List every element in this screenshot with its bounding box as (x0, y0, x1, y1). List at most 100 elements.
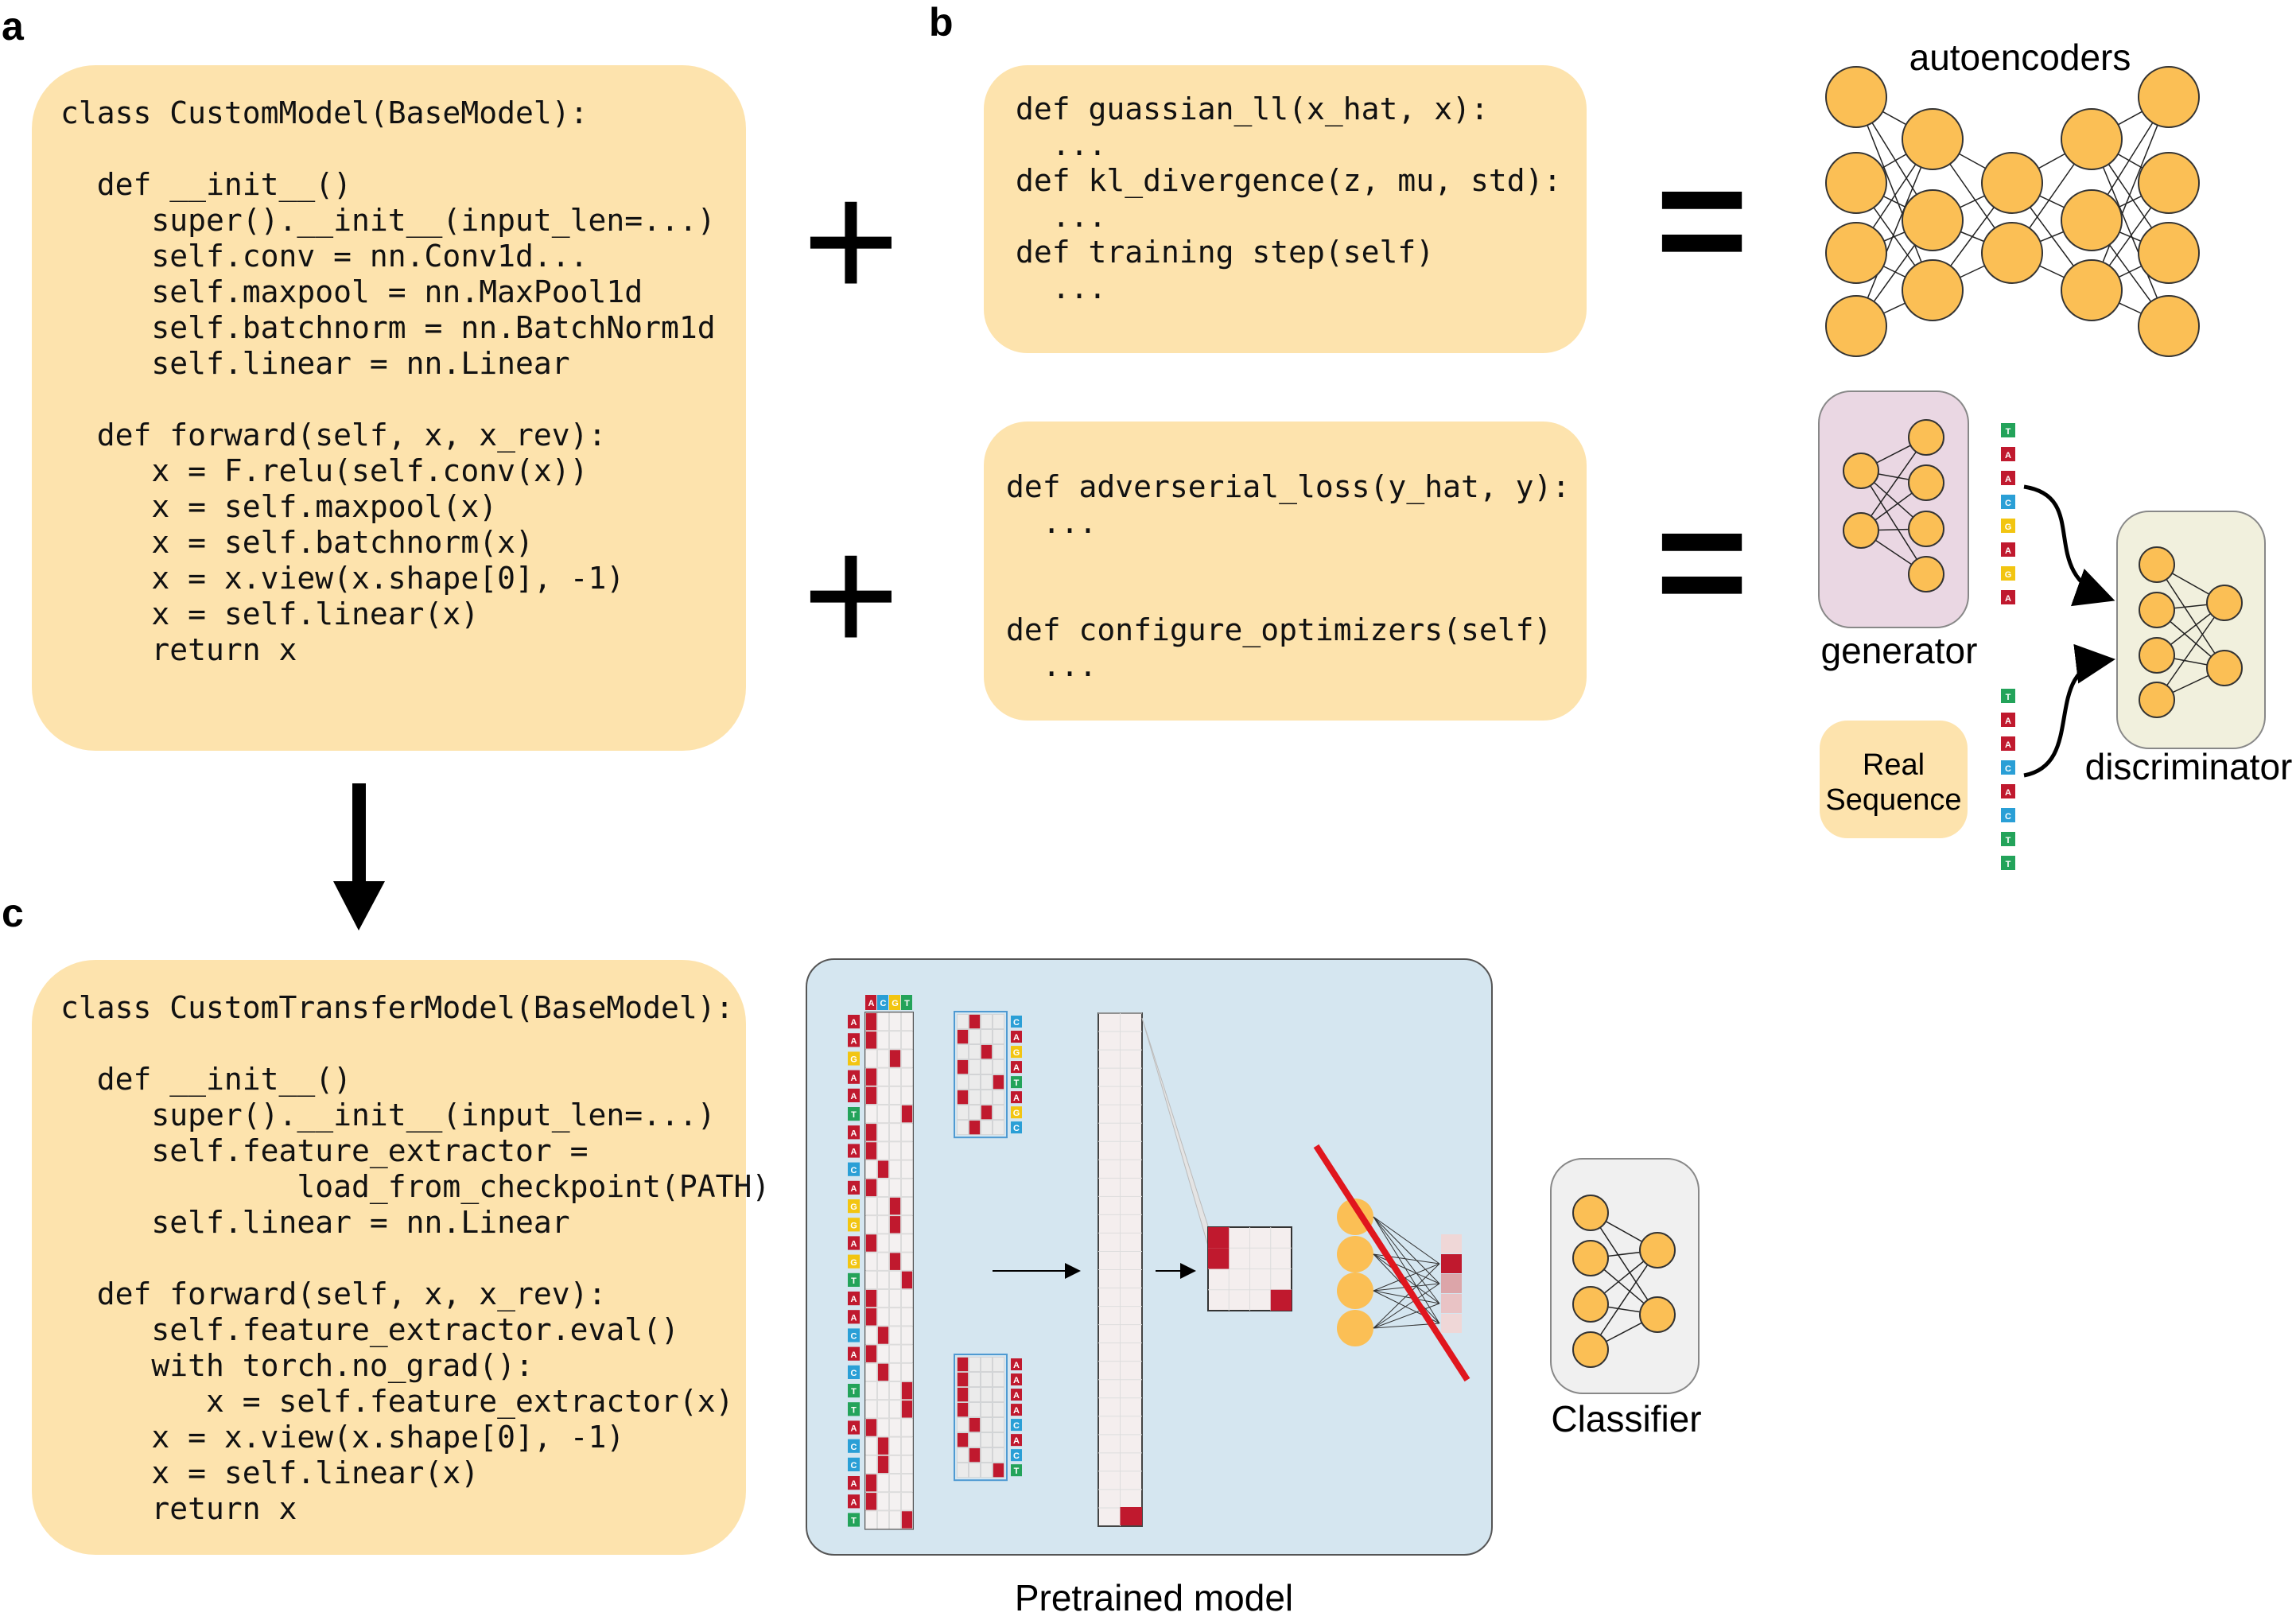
row-nucleotide-cell (848, 1384, 860, 1398)
code-line: super().__init__(input_len=...) (60, 1098, 716, 1133)
onehot-cell (889, 1123, 901, 1142)
onehot-cell (901, 1510, 913, 1529)
onehot-cell (865, 1326, 877, 1345)
onehot-cell (877, 1510, 889, 1529)
onehot-cell (901, 1012, 913, 1032)
row-nucleotide-letter: T (851, 1110, 857, 1120)
onehot-cell (877, 1141, 889, 1160)
network-edge (1590, 1212, 1658, 1315)
filter-nucleotide-letter: A (1013, 1361, 1020, 1370)
filter-cell (957, 1357, 969, 1372)
filter-nucleotide-cell (1011, 1031, 1022, 1043)
network-node (1639, 1232, 1676, 1269)
code-line: ... (1016, 270, 1106, 305)
network-node (1843, 453, 1879, 489)
onehot-cell (901, 1086, 913, 1105)
nucleotide-letter: A (2005, 594, 2011, 604)
onehot-header-letter: T (904, 999, 910, 1008)
filter-cell (969, 1447, 981, 1463)
filter-cell (969, 1074, 981, 1090)
onehot-header-cell (889, 995, 900, 1010)
onehot-cell (877, 1123, 889, 1142)
network-node (1843, 512, 1879, 549)
row-nucleotide-letter: A (851, 1479, 857, 1489)
nucleotide-letter: A (2005, 451, 2011, 460)
nucleotide-letter: C (2005, 499, 2011, 508)
onehot-cell (865, 1510, 877, 1529)
equals-sign-bottom: = (1656, 473, 1749, 651)
nucleotide-letter: T (2006, 836, 2011, 845)
code-line: super().__init__(input_len=...) (60, 203, 716, 239)
onehot-cell (877, 1362, 889, 1381)
filter-cell (957, 1074, 969, 1090)
code-line: self.maxpool = nn.MaxPool1d (60, 274, 643, 309)
code-line: x = self.linear(x) (60, 596, 479, 631)
network-edge (1860, 470, 1927, 575)
row-nucleotide-letter: A (851, 1313, 857, 1323)
filter-nucleotide-letter: G (1013, 1048, 1020, 1058)
onehot-cell (877, 1234, 889, 1253)
onehot-cell (865, 1436, 877, 1455)
row-nucleotide-cell (848, 1199, 860, 1214)
onehot-cell (889, 1492, 901, 1511)
filter-cell (993, 1372, 1004, 1387)
filter-cell (993, 1402, 1004, 1417)
onehot-cell (889, 1270, 901, 1289)
onehot-cell (865, 1141, 877, 1160)
code-line: def configure_optimizers(self) (1006, 612, 1552, 648)
filter-cell (993, 1014, 1004, 1029)
onehot-cell (865, 1455, 877, 1474)
row-nucleotide-letter: A (851, 1074, 857, 1083)
network-node (2139, 637, 2175, 674)
nucleotide-cell (2001, 471, 2015, 485)
row-nucleotide-cell (848, 1162, 860, 1176)
onehot-cell (865, 1400, 877, 1419)
nucleotide-cell (2001, 736, 2015, 751)
onehot-cell (901, 1326, 913, 1345)
filter-cell (993, 1044, 1004, 1059)
filter-cell (981, 1044, 993, 1059)
onehot-cell (901, 1105, 913, 1124)
generator-network (1843, 419, 1944, 592)
filter-cell (969, 1059, 981, 1074)
onehot-cell (889, 1362, 901, 1381)
plus-sign-bottom: + (802, 501, 900, 688)
filter-cell (981, 1372, 993, 1387)
code-box-a (32, 65, 746, 751)
row-nucleotide-letter: A (851, 1036, 857, 1046)
real-to-discriminator-arrow (2023, 643, 2115, 778)
plus-sign-top: + (802, 147, 900, 334)
filter-cell (957, 1402, 969, 1417)
onehot-cell (889, 1031, 901, 1050)
row-nucleotide-letter: A (851, 1240, 857, 1249)
filter-nucleotide-cell (1011, 1434, 1022, 1447)
row-nucleotide-letter: A (851, 1424, 857, 1434)
onehot-cell (865, 1234, 877, 1253)
generator-box (1818, 390, 1969, 628)
filter-nucleotide-letter: C (1013, 1451, 1020, 1461)
filter-cell (981, 1059, 993, 1074)
filter-nucleotide-cell (1011, 1358, 1022, 1371)
row-nucleotide-cell (848, 1365, 860, 1379)
onehot-cell (901, 1178, 913, 1197)
output-cell (1441, 1254, 1462, 1273)
onehot-header-cell (877, 995, 888, 1010)
code-line: x = x.view(x.shape[0], -1) (60, 561, 624, 596)
network-node (1981, 152, 2043, 214)
code-line: self.linear = nn.Linear (60, 346, 570, 381)
row-nucleotide-cell (848, 1439, 860, 1453)
network-node (1572, 1331, 1609, 1368)
network-edge (2091, 96, 2170, 291)
nucleotide-cell (2001, 519, 2015, 533)
onehot-cell (865, 1178, 877, 1197)
dense-edge (1373, 1283, 1440, 1329)
onehot-cell (901, 1362, 913, 1381)
onehot-cell (877, 1289, 889, 1308)
filter-cell (993, 1432, 1004, 1448)
onehot-cell (865, 1105, 877, 1124)
nucleotide-letter: C (2005, 764, 2011, 774)
row-nucleotide-letter: C (851, 1443, 857, 1452)
code-line: ... (1006, 505, 1097, 540)
code-line: return x (60, 1491, 297, 1526)
filter-cell (993, 1090, 1004, 1105)
